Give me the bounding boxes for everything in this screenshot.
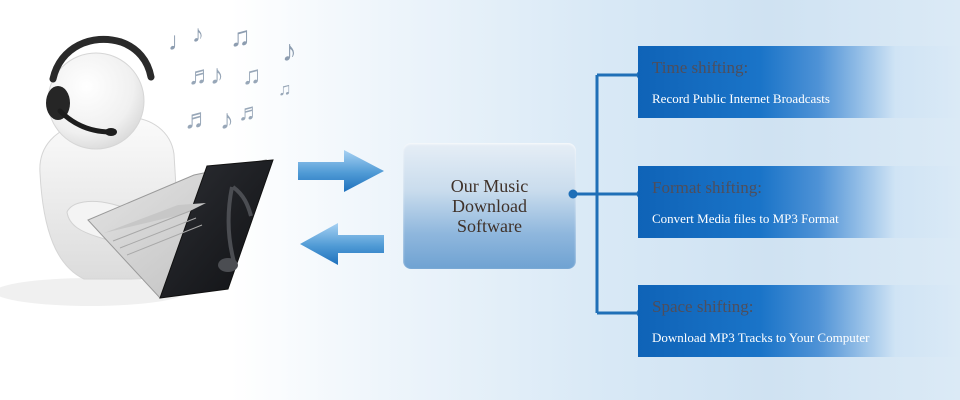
laptop-icon [87,159,274,299]
svg-text:♩: ♩ [168,27,194,56]
feature-title: Space shifting: [652,297,754,316]
feature-title: Time shifting: [652,58,749,77]
feature-time-shifting: Time shifting: Record Public Internet Br… [638,46,960,118]
svg-text:♪: ♪ [282,35,297,68]
svg-text:♬: ♬ [188,61,214,90]
feature-bar [638,285,960,357]
feature-bar [638,46,960,118]
feature-bar [638,166,960,238]
svg-text:♪: ♪ [192,22,204,48]
music-software-label: Our Music Download Software [450,176,529,236]
feature-format-shifting: Format shifting: Convert Media files to … [638,166,960,238]
svg-text:♫: ♫ [230,22,251,53]
feature-description: Download MP3 Tracks to Your Computer [652,330,870,345]
feature-description: Record Public Internet Broadcasts [652,91,830,106]
arrow-left-icon [300,223,384,265]
arrow-right-icon [298,150,384,192]
svg-text:♪: ♪ [210,60,224,91]
music-notes-icon: ♩ ♪ ♫ ♪ ♬ ♪ ♫ ♬ ♪ ♬ ♫ [168,22,297,136]
music-software-box: Our Music Download Software [403,143,576,269]
svg-text:♫: ♫ [278,79,292,99]
svg-text:♫: ♫ [242,61,262,90]
svg-text:♬: ♬ [238,100,262,126]
feature-title: Format shifting: [652,178,763,197]
svg-text:♬: ♬ [184,104,212,135]
user-laptop-illustration: ♩ ♪ ♫ ♪ ♬ ♪ ♫ ♬ ♪ ♬ ♫ [0,22,297,306]
svg-text:♪: ♪ [220,105,234,136]
feature-space-shifting: Space shifting: Download MP3 Tracks to Y… [638,285,960,357]
feature-description: Convert Media files to MP3 Format [652,211,839,226]
